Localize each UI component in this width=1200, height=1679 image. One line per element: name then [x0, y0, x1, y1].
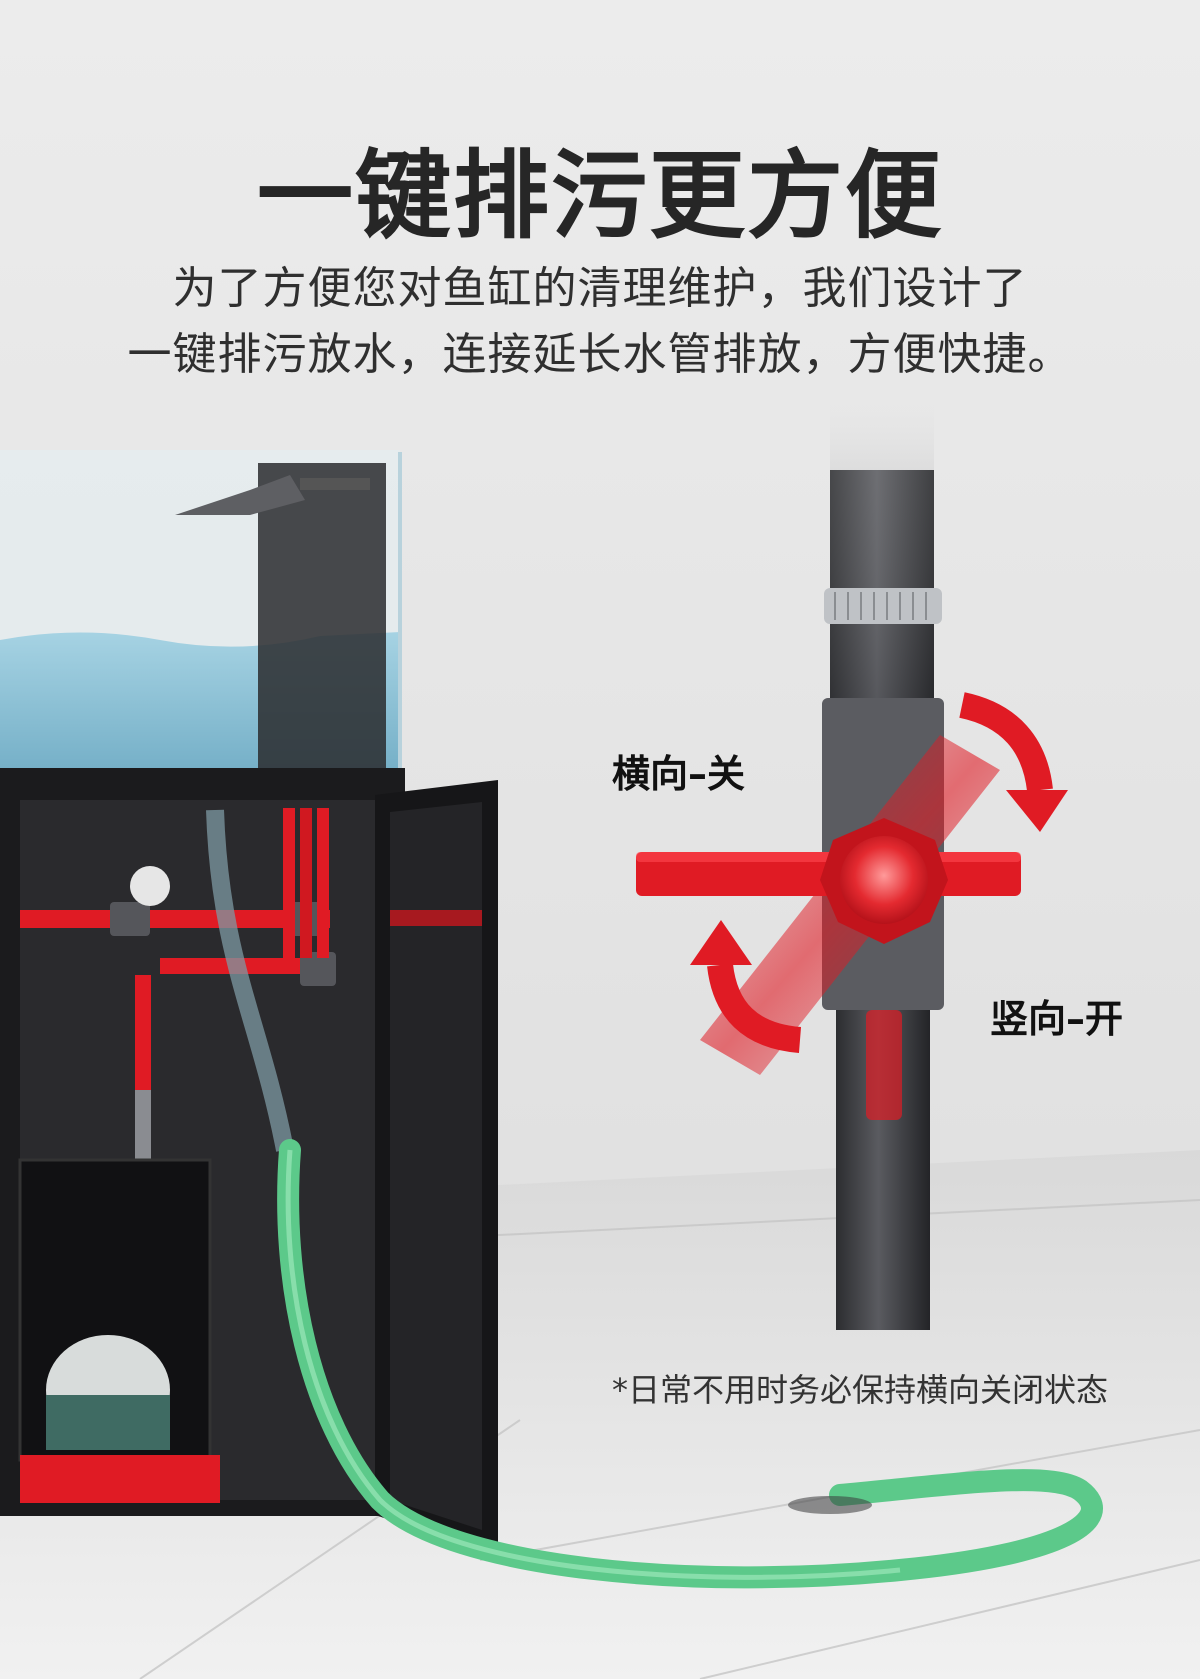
valve-close-label: 横向–关 [612, 752, 746, 796]
aquarium-cabinet [0, 768, 498, 1555]
rotate-arrow-down-icon [958, 692, 1068, 832]
page-title: 一键排污更方便 [257, 140, 943, 252]
ball-valve [636, 390, 1021, 1330]
subtitle-line-1: 为了方便您对鱼缸的清理维护，我们设计了 [172, 263, 1028, 314]
subtitle-line-2: 一键排污放水，连接延长水管排放，方便快捷。 [127, 329, 1073, 380]
valve-open-label: 竖向–开 [990, 997, 1124, 1041]
rotate-arrow-up-icon [690, 920, 802, 1053]
usage-note: *日常不用时务必保持横向关闭状态 [612, 1371, 1109, 1409]
aquarium-tank [0, 450, 402, 770]
